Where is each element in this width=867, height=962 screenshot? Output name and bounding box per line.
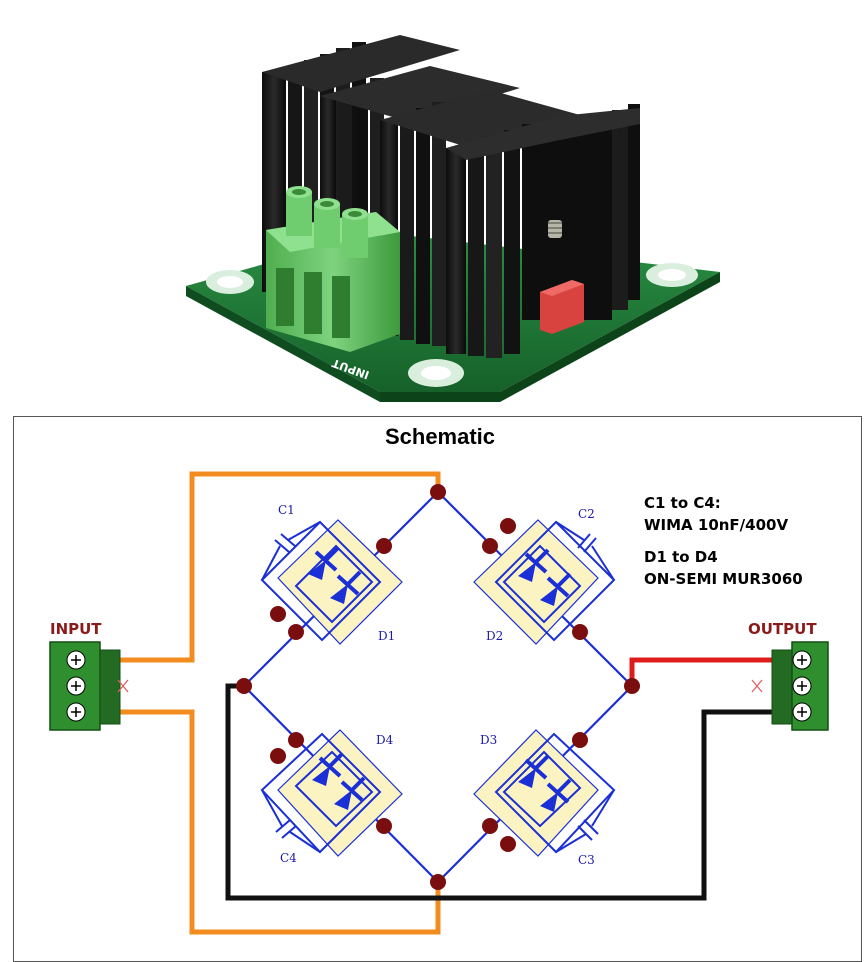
node-dot <box>288 624 304 640</box>
node-dot <box>430 484 446 500</box>
diode-d3: D3 <box>473 729 616 857</box>
x-icon <box>751 679 763 693</box>
x-icon <box>117 679 129 693</box>
capacitor-c4: C4 <box>261 789 321 865</box>
schematic-panel <box>13 416 862 962</box>
node-dot <box>500 518 516 534</box>
screw-terminal-icon <box>66 676 86 696</box>
terminal-screw-cylinder <box>286 186 312 236</box>
node-dot <box>270 606 286 622</box>
terminal-screw-cylinder <box>342 208 368 258</box>
input-terminal: INPUT <box>49 620 129 731</box>
node-dot <box>236 678 252 694</box>
screw-terminal-icon <box>792 702 812 722</box>
capacitor-c1: C1 <box>261 503 321 581</box>
note-cap-line1: C1 to C4: <box>644 494 721 512</box>
product-photo: INPUT <box>186 35 720 402</box>
terminal-screw-cylinder <box>314 198 340 248</box>
label-d2: D2 <box>486 629 503 643</box>
bridge-wiring <box>243 491 633 883</box>
positive-output-wire <box>629 657 772 686</box>
mounting-hole <box>646 263 698 287</box>
diode-d4: D4 <box>260 729 403 857</box>
screw-terminal-icon <box>792 650 812 670</box>
output-label: OUTPUT <box>748 620 817 638</box>
node-dot <box>376 818 392 834</box>
node-dot <box>482 818 498 834</box>
terminal-block <box>266 186 400 352</box>
node-dot <box>624 678 640 694</box>
capacitor-c2: C2 <box>555 507 615 581</box>
node-dot <box>500 836 516 852</box>
heatsink <box>446 104 640 358</box>
node-dot <box>482 538 498 554</box>
label-c4: C4 <box>280 851 297 865</box>
label-d1: D1 <box>378 629 395 643</box>
label-c2: C2 <box>578 507 595 521</box>
output-terminal: OUTPUT <box>748 620 829 731</box>
label-c1: C1 <box>278 503 295 517</box>
schematic-title: Schematic <box>384 424 496 449</box>
note-cap-line2: WIMA 10nF/400V <box>644 516 788 534</box>
node-dot <box>270 748 286 764</box>
node-dot <box>430 874 446 890</box>
component-notes: C1 to C4: WIMA 10nF/400V D1 to D4 ON-SEM… <box>644 494 803 588</box>
mounting-hole <box>408 359 464 387</box>
label-d4: D4 <box>376 733 394 747</box>
capacitor-c3: C3 <box>555 789 615 867</box>
note-diode-line2: ON-SEMI MUR3060 <box>644 570 803 588</box>
node-dot <box>376 538 392 554</box>
node-dot <box>572 732 588 748</box>
mounting-screw <box>548 220 562 238</box>
diode-d2: D2 <box>473 519 616 645</box>
node-dot <box>572 624 588 640</box>
screw-terminal-icon <box>66 702 86 722</box>
junction-nodes <box>236 484 640 890</box>
note-diode-line1: D1 to D4 <box>644 548 718 566</box>
node-dot <box>288 732 304 748</box>
negative-output-wire <box>225 683 772 901</box>
label-d3: D3 <box>480 733 497 747</box>
label-c3: C3 <box>578 853 595 867</box>
diode-d1: D1 <box>260 519 403 645</box>
screw-terminal-icon <box>66 650 86 670</box>
ac-wire <box>120 471 441 935</box>
input-label: INPUT <box>50 620 102 638</box>
film-capacitor <box>540 280 584 334</box>
mounting-hole <box>206 270 254 294</box>
screw-terminal-icon <box>792 676 812 696</box>
